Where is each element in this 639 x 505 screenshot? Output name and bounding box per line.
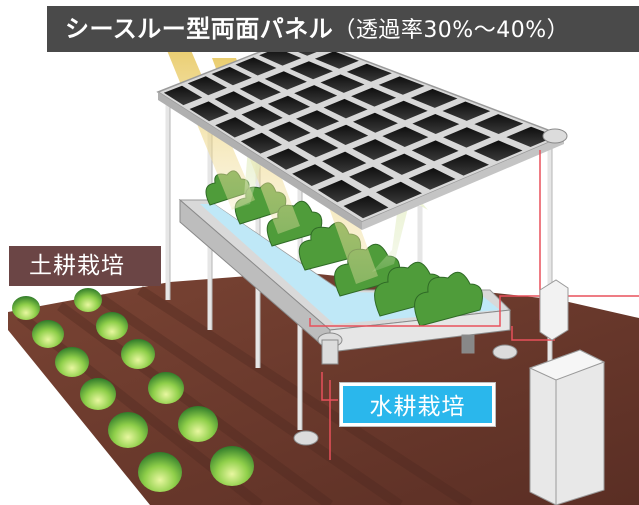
soil-furrows — [16, 285, 473, 505]
inverter-cabinet — [528, 349, 606, 505]
panel-cell — [320, 74, 365, 93]
panel-cell — [163, 85, 203, 106]
panel-cell — [346, 63, 392, 82]
panel-cell — [239, 81, 281, 101]
panel-cell — [473, 140, 523, 162]
panel-cell — [215, 117, 256, 138]
panel-cell — [317, 179, 362, 203]
sensors — [293, 128, 568, 446]
panel-cell — [441, 154, 489, 176]
panel-cell — [408, 168, 456, 190]
panel-cell — [264, 71, 307, 90]
panel-cell — [343, 195, 389, 219]
panel-cell — [187, 76, 227, 96]
lettuce-row-2 — [74, 288, 254, 486]
panel-cells — [163, 38, 556, 219]
panel-cell — [289, 61, 333, 80]
panel-cell — [295, 136, 339, 158]
panel-cell — [267, 95, 310, 116]
panel-cell — [474, 114, 524, 134]
soil-cultivation-label: 土耕栽培 — [9, 246, 161, 286]
panel-cell — [211, 66, 252, 86]
panel-cell — [380, 153, 427, 175]
control-box — [539, 279, 569, 341]
panel-cell — [351, 87, 397, 107]
panel-cell — [352, 139, 398, 160]
panel-cell — [322, 151, 367, 173]
panel-cell — [189, 101, 229, 122]
panel-cell — [376, 181, 422, 205]
panel-cell — [214, 91, 255, 111]
panel-cell — [259, 48, 302, 66]
panel-cell — [442, 101, 491, 121]
panel-cell — [412, 114, 460, 134]
panel-cell — [443, 127, 491, 148]
title-main: シースルー型両面パネル — [65, 15, 334, 43]
see-through-solar-panel — [156, 35, 567, 230]
panel-cell — [323, 98, 368, 119]
panel-cell — [292, 164, 336, 186]
panel-cell — [411, 140, 459, 162]
panel-cell — [240, 132, 282, 154]
panel-cell — [381, 100, 428, 121]
panel-cell — [294, 85, 338, 105]
panel-cell — [378, 76, 425, 95]
title-sub: （透過率30%～40%） — [333, 18, 570, 43]
panel-cell — [410, 88, 458, 108]
title-banner: シースルー型両面パネル（透過率30%～40%） — [47, 6, 639, 52]
panel-cell — [353, 112, 398, 133]
panel-cell — [349, 166, 395, 189]
panel-cell — [324, 124, 369, 145]
panel-cell — [266, 148, 309, 170]
lettuce-row-1 — [12, 296, 182, 492]
panel-cell — [235, 57, 277, 76]
panel-cell — [506, 126, 556, 147]
panel-cell — [268, 121, 311, 142]
panel-cell — [296, 110, 340, 131]
panel-cell — [241, 106, 283, 127]
panel-cell — [382, 126, 429, 147]
panel-cell — [314, 51, 359, 69]
hydroponic-cultivation-label: 水耕栽培 — [340, 383, 495, 426]
